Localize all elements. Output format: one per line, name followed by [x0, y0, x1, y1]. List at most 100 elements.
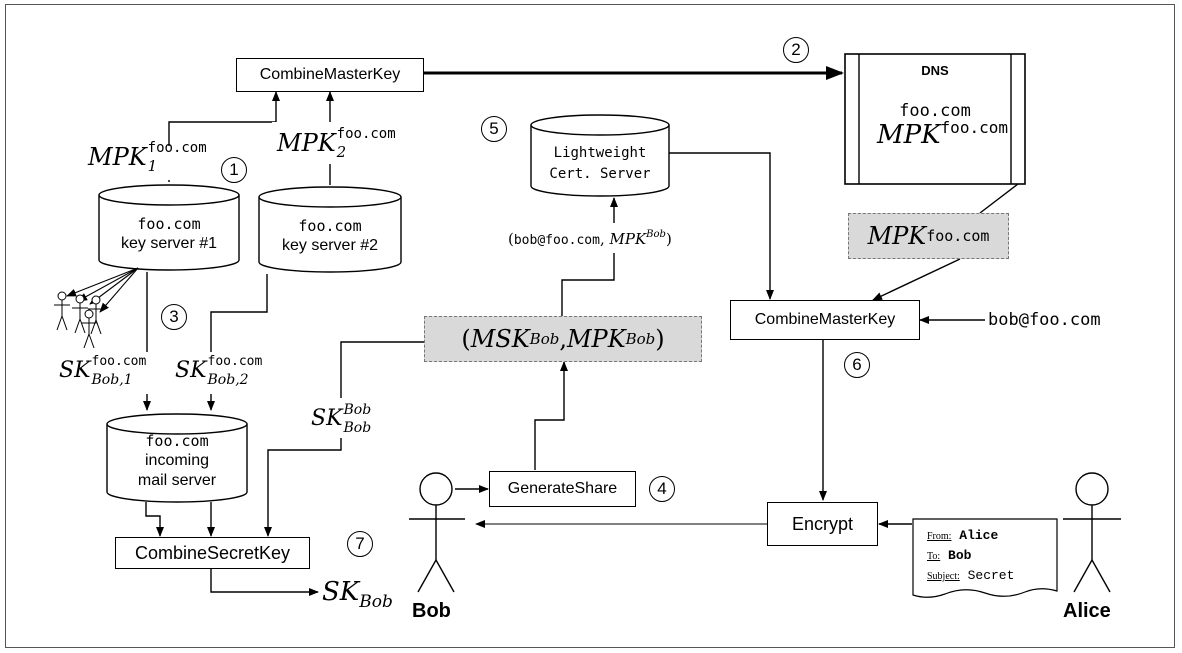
users-fan-arrows: [66, 267, 139, 313]
step-6: 6: [844, 352, 870, 378]
key-server-1-label: key server #1: [120, 234, 218, 252]
email-from-label: From:: [927, 531, 952, 542]
email-note: [912, 518, 1058, 598]
share-pair-mpk: MPK: [566, 325, 626, 353]
mpk2-label: MPK foo.com 2: [277, 127, 406, 160]
combine-master-key-right-label: CombineMasterKey: [754, 311, 896, 328]
encrypt-label: Encrypt: [791, 513, 854, 534]
cert-req-email: bob@foo.com: [513, 233, 600, 248]
alice-figure: [1063, 472, 1121, 593]
sk-bob-sub: Bob: [359, 592, 393, 612]
mpk1-label: MPK foo.com 1: [88, 141, 217, 174]
combine-master-key-top-label: CombineMasterKey: [259, 66, 401, 83]
step-2: 2: [783, 37, 809, 63]
step-7: 7: [347, 531, 373, 557]
encrypt-box: Encrypt: [767, 502, 878, 546]
sk1-sup: foo.com: [91, 354, 147, 369]
sk-bob-label: SKBob: [322, 579, 393, 611]
email-subject-label: Subject:: [927, 571, 960, 582]
sk1-base: SK: [59, 358, 91, 383]
mpk2-base: MPK: [277, 129, 336, 157]
dns-mpk-sup: foo.com: [940, 118, 1008, 137]
arrow-genshare-to-share: [534, 361, 568, 470]
dns-mpk-base: MPK: [877, 120, 941, 150]
cert-server-text: Lightweight Cert. Server: [531, 143, 669, 185]
combine-master-key-right-box: CombineMasterKey: [730, 300, 920, 340]
sk2-base: SK: [175, 358, 207, 383]
email-to: Bob: [948, 548, 972, 563]
key-server-2-text: foo.com key server #2: [259, 217, 401, 256]
cert-req-open: (: [508, 230, 514, 248]
mpk-dns-sup: foo.com: [926, 227, 990, 245]
mail-server-domain: foo.com: [145, 432, 209, 450]
step-3: 3: [161, 304, 187, 330]
arrow-share-to-csk: [264, 341, 424, 537]
combine-master-key-top-box: CombineMasterKey: [236, 58, 424, 92]
dns-box: [844, 53, 1026, 185]
share-pair-mpk-sup: Bob: [625, 330, 656, 348]
arrow-mpk-to-cmk: [872, 258, 961, 301]
cert-server-line1: Lightweight: [553, 145, 647, 161]
mpk-dns-base: MPK: [867, 222, 927, 250]
cert-req-close: ): [665, 230, 672, 248]
step-4: 4: [649, 476, 675, 502]
share-pair-msk-sup: Bob: [529, 330, 560, 348]
arrow-dns-to-mpk: [979, 183, 1019, 214]
mail-server-cylinder: [106, 413, 248, 503]
sk-bob-bob-sub: Bob: [343, 420, 372, 436]
share-pair-open: (: [461, 325, 471, 353]
combine-secret-key-box: CombineSecretKey: [115, 537, 310, 569]
arrow-mail-to-csk-1: [145, 502, 164, 537]
users-figures: [54, 291, 104, 349]
mpk1-sub: 1: [147, 157, 158, 175]
mpk1-base: MPK: [88, 143, 147, 171]
sk1-label: SK foo.com Bob,1: [59, 355, 153, 387]
arrow-share-to-cert: [561, 197, 618, 316]
arrow-csk-to-skbob: [210, 568, 319, 596]
dns-domain: foo.com: [899, 101, 971, 121]
share-pair-close: ): [655, 325, 665, 353]
generate-share-label: GenerateShare: [507, 480, 618, 497]
alice-name: Alice: [1063, 600, 1111, 622]
sk2-sub: Bob,2: [207, 372, 249, 388]
mpk1-sup: foo.com: [147, 140, 207, 156]
key-server-2-label: key server #2: [281, 236, 379, 254]
mail-server-line1: incoming: [144, 451, 210, 469]
cert-request-label: (bob@foo.com, MPKBob): [508, 230, 672, 248]
key-server-1-domain: foo.com: [137, 215, 201, 233]
bob-email-label: bob@foo.com: [988, 310, 1101, 330]
arrow-cert-to-cmk: [669, 152, 774, 300]
share-pair-comma: ,: [559, 325, 567, 353]
sk2-label: SK foo.com Bob,2: [175, 355, 269, 387]
mail-server-text: foo.com incoming mail server: [107, 432, 247, 491]
key-server-2-domain: foo.com: [298, 217, 362, 235]
email-subject: Secret: [967, 568, 1015, 583]
dns-mpk: MPKfoo.com: [877, 118, 1008, 150]
cert-req-mpk: MPK: [609, 230, 647, 248]
dns-title: DNS: [921, 63, 949, 78]
step-1: 1: [221, 157, 247, 183]
sk-bob-base: SK: [322, 577, 360, 607]
generate-share-box: GenerateShare: [489, 471, 636, 507]
cert-server-line2: Cert. Server: [549, 166, 651, 182]
share-pair-msk: MSK: [470, 325, 530, 353]
diagram-frame: [5, 4, 1175, 648]
sk1-sub: Bob,1: [91, 372, 133, 388]
sk-bob-bob-label: SK Bob Bob: [311, 403, 379, 435]
sk-bob-bob-base: SK: [311, 406, 343, 431]
mail-server-line2: mail server: [137, 471, 217, 489]
sk2-sup: foo.com: [207, 354, 263, 369]
email-from: Alice: [959, 528, 999, 543]
key-server-2-cylinder: [258, 186, 402, 273]
email-note-text: From: Alice To: Bob Subject: Secret: [917, 521, 1045, 593]
cert-req-comma: ,: [599, 230, 610, 248]
mpk2-sup: foo.com: [336, 126, 396, 142]
bob-name: Bob: [412, 600, 451, 622]
mpk2-sub: 2: [336, 143, 347, 161]
key-server-1-cylinder: [98, 184, 240, 271]
cert-server-cylinder: [530, 114, 670, 197]
